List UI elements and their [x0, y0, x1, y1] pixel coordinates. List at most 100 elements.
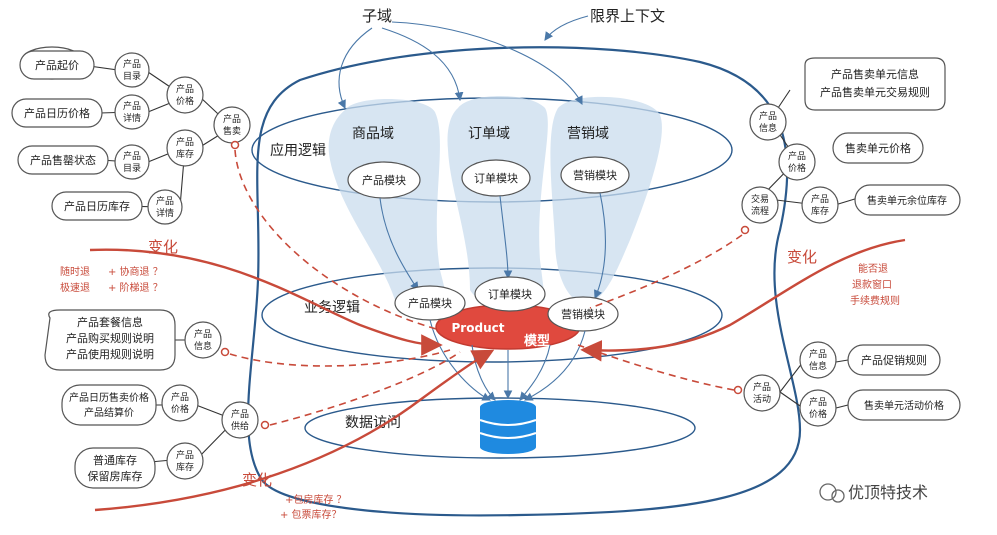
change-label-left: 变化	[148, 238, 178, 256]
node-stock-right-l2: 库存	[811, 205, 829, 217]
watermark-text: 优顶特技术	[848, 483, 928, 502]
node-activity-l2: 活动	[753, 393, 771, 405]
leaf-sale-unit-stock-text: 售卖单元余位库存	[867, 194, 947, 207]
leaf-start-price-bubble	[19, 50, 95, 80]
node-info-right	[749, 103, 787, 141]
node-detail-1-l1: 产品	[123, 100, 141, 112]
node-activity	[743, 374, 781, 412]
node-detail-2	[147, 189, 183, 225]
app-marketing-module-label: 营销模块	[573, 168, 617, 182]
app-marketing-module	[560, 156, 630, 194]
node-supply	[221, 401, 259, 439]
leaf-calendar-stock-text: 产品日历库存	[64, 199, 130, 213]
leaf-cal-sale-price-l1: 产品日历售卖价格	[69, 391, 149, 404]
node-detail-2-l2: 详情	[156, 207, 174, 219]
change-label-right: 变化	[787, 248, 817, 266]
leaf-calendar-sale-price-bubble	[61, 384, 157, 426]
node-info-rb-l2: 信息	[809, 360, 827, 372]
app-product-module-label: 产品模块	[362, 173, 406, 187]
node-stock	[166, 129, 204, 167]
leaf-promo-rule-text: 产品促销规则	[861, 353, 927, 367]
node-supply-l2: 供给	[231, 420, 249, 432]
node-catalog-2	[114, 144, 150, 180]
node-catalog-2-l1: 产品	[123, 150, 141, 162]
node-price-bottom	[161, 384, 199, 422]
note-refund-window: 退款窗口	[852, 278, 892, 291]
node-activity-l1: 产品	[753, 381, 771, 393]
node-stock-bottom-l2: 库存	[176, 461, 194, 473]
leaf-cal-sale-price-l2: 产品结算价	[84, 406, 134, 419]
biz-order-module-label: 订单模块	[488, 288, 532, 301]
note-fast-refund: 极速退	[60, 281, 90, 294]
node-price	[166, 76, 204, 114]
node-sale	[213, 106, 251, 144]
node-trade-flow-l2: 流程	[751, 205, 769, 217]
node-trade-flow	[741, 186, 779, 224]
note-room-stock: +包房库存 ？	[285, 493, 347, 506]
node-price-bottom-l1: 产品	[171, 391, 189, 403]
node-stock-bottom	[166, 442, 204, 480]
node-info-right-l1: 产品	[759, 110, 777, 122]
note-tiered-refund: + 阶梯退 ？	[108, 281, 163, 294]
leaf-package-l1: 产品套餐信息	[77, 315, 143, 329]
node-sale-l2: 售卖	[223, 125, 241, 137]
biz-marketing-module	[547, 296, 619, 332]
leaf-calendar-stock-bubble	[51, 191, 143, 221]
node-catalog-1-l2: 目录	[123, 71, 141, 82]
leaf-calendar-price-bubble	[11, 98, 103, 128]
leaf-reserved-stock: 保留房库存	[88, 469, 143, 483]
node-catalog-1-l1: 产品	[123, 58, 141, 70]
subdomain-label: 子域	[362, 7, 392, 25]
wechat-icon	[819, 483, 837, 501]
leaf-sale-unit-stock-bubble	[854, 184, 961, 216]
change-curve-bottom	[94, 349, 495, 512]
node-detail-1-l2: 详情	[123, 112, 141, 124]
database-icon	[479, 400, 537, 454]
biz-marketing-module-label: 营销模块	[561, 307, 605, 321]
note-fee-rule: 手续费规则	[850, 294, 900, 307]
leaf-soldout-bubble	[17, 145, 109, 175]
leaf-sale-unit-info	[804, 57, 946, 111]
node-stock-l1: 产品	[176, 136, 194, 148]
leaf-soldout-text: 产品售罄状态	[30, 153, 96, 167]
node-catalog-2-l2: 目录	[123, 163, 141, 174]
node-info-rb	[799, 341, 837, 379]
node-stock-bottom-l1: 产品	[176, 449, 194, 461]
node-stock-l2: 库存	[176, 148, 194, 160]
leaf-sale-unit-info-l2: 产品售卖单元交易规则	[820, 85, 930, 99]
node-price-rb-l2: 价格	[809, 408, 827, 420]
node-price-rb-l1: 产品	[809, 396, 827, 408]
biz-layer-label: 业务逻辑	[304, 300, 360, 316]
leaf-calendar-price-text: 产品日历价格	[24, 106, 90, 120]
leaf-start-price-text: 产品起价	[35, 58, 79, 72]
node-info-right-l2: 信息	[759, 122, 777, 134]
node-price-right-l2: 价格	[788, 162, 806, 174]
node-stock-right-l1: 产品	[811, 193, 829, 205]
note-anytime-refund: 随时退	[60, 265, 90, 278]
node-detail-1	[114, 94, 150, 130]
marketing-domain-lane	[550, 96, 662, 305]
node-price-right-l1: 产品	[788, 150, 806, 162]
node-supply-l1: 产品	[231, 408, 249, 420]
note-negotiated-refund: + 协商退 ？	[108, 265, 163, 278]
app-order-module	[461, 159, 531, 197]
leaf-sale-unit-price-text: 售卖单元价格	[845, 141, 911, 155]
app-product-module	[347, 161, 421, 199]
leaf-package-info	[44, 309, 176, 371]
product-domain-title: 商品域	[352, 126, 394, 142]
node-info-left-l2: 信息	[194, 340, 212, 352]
node-info-left	[184, 321, 222, 359]
node-price-l2: 价格	[176, 95, 194, 107]
leaf-promo-rule-bubble	[847, 344, 941, 376]
data-layer	[304, 397, 696, 459]
leaf-normal-stock: 普通库存	[93, 453, 137, 467]
leaf-stock-types-bubble	[74, 447, 156, 489]
node-catalog-1	[114, 52, 150, 88]
biz-product-module-label: 产品模块	[408, 296, 452, 310]
change-curve-left	[89, 248, 443, 356]
change-label-bottom: 变化	[242, 471, 272, 489]
leaf-sale-unit-info-l1: 产品售卖单元信息	[831, 67, 919, 81]
marketing-domain-title: 营销域	[567, 126, 609, 142]
node-price-rb	[799, 389, 837, 427]
